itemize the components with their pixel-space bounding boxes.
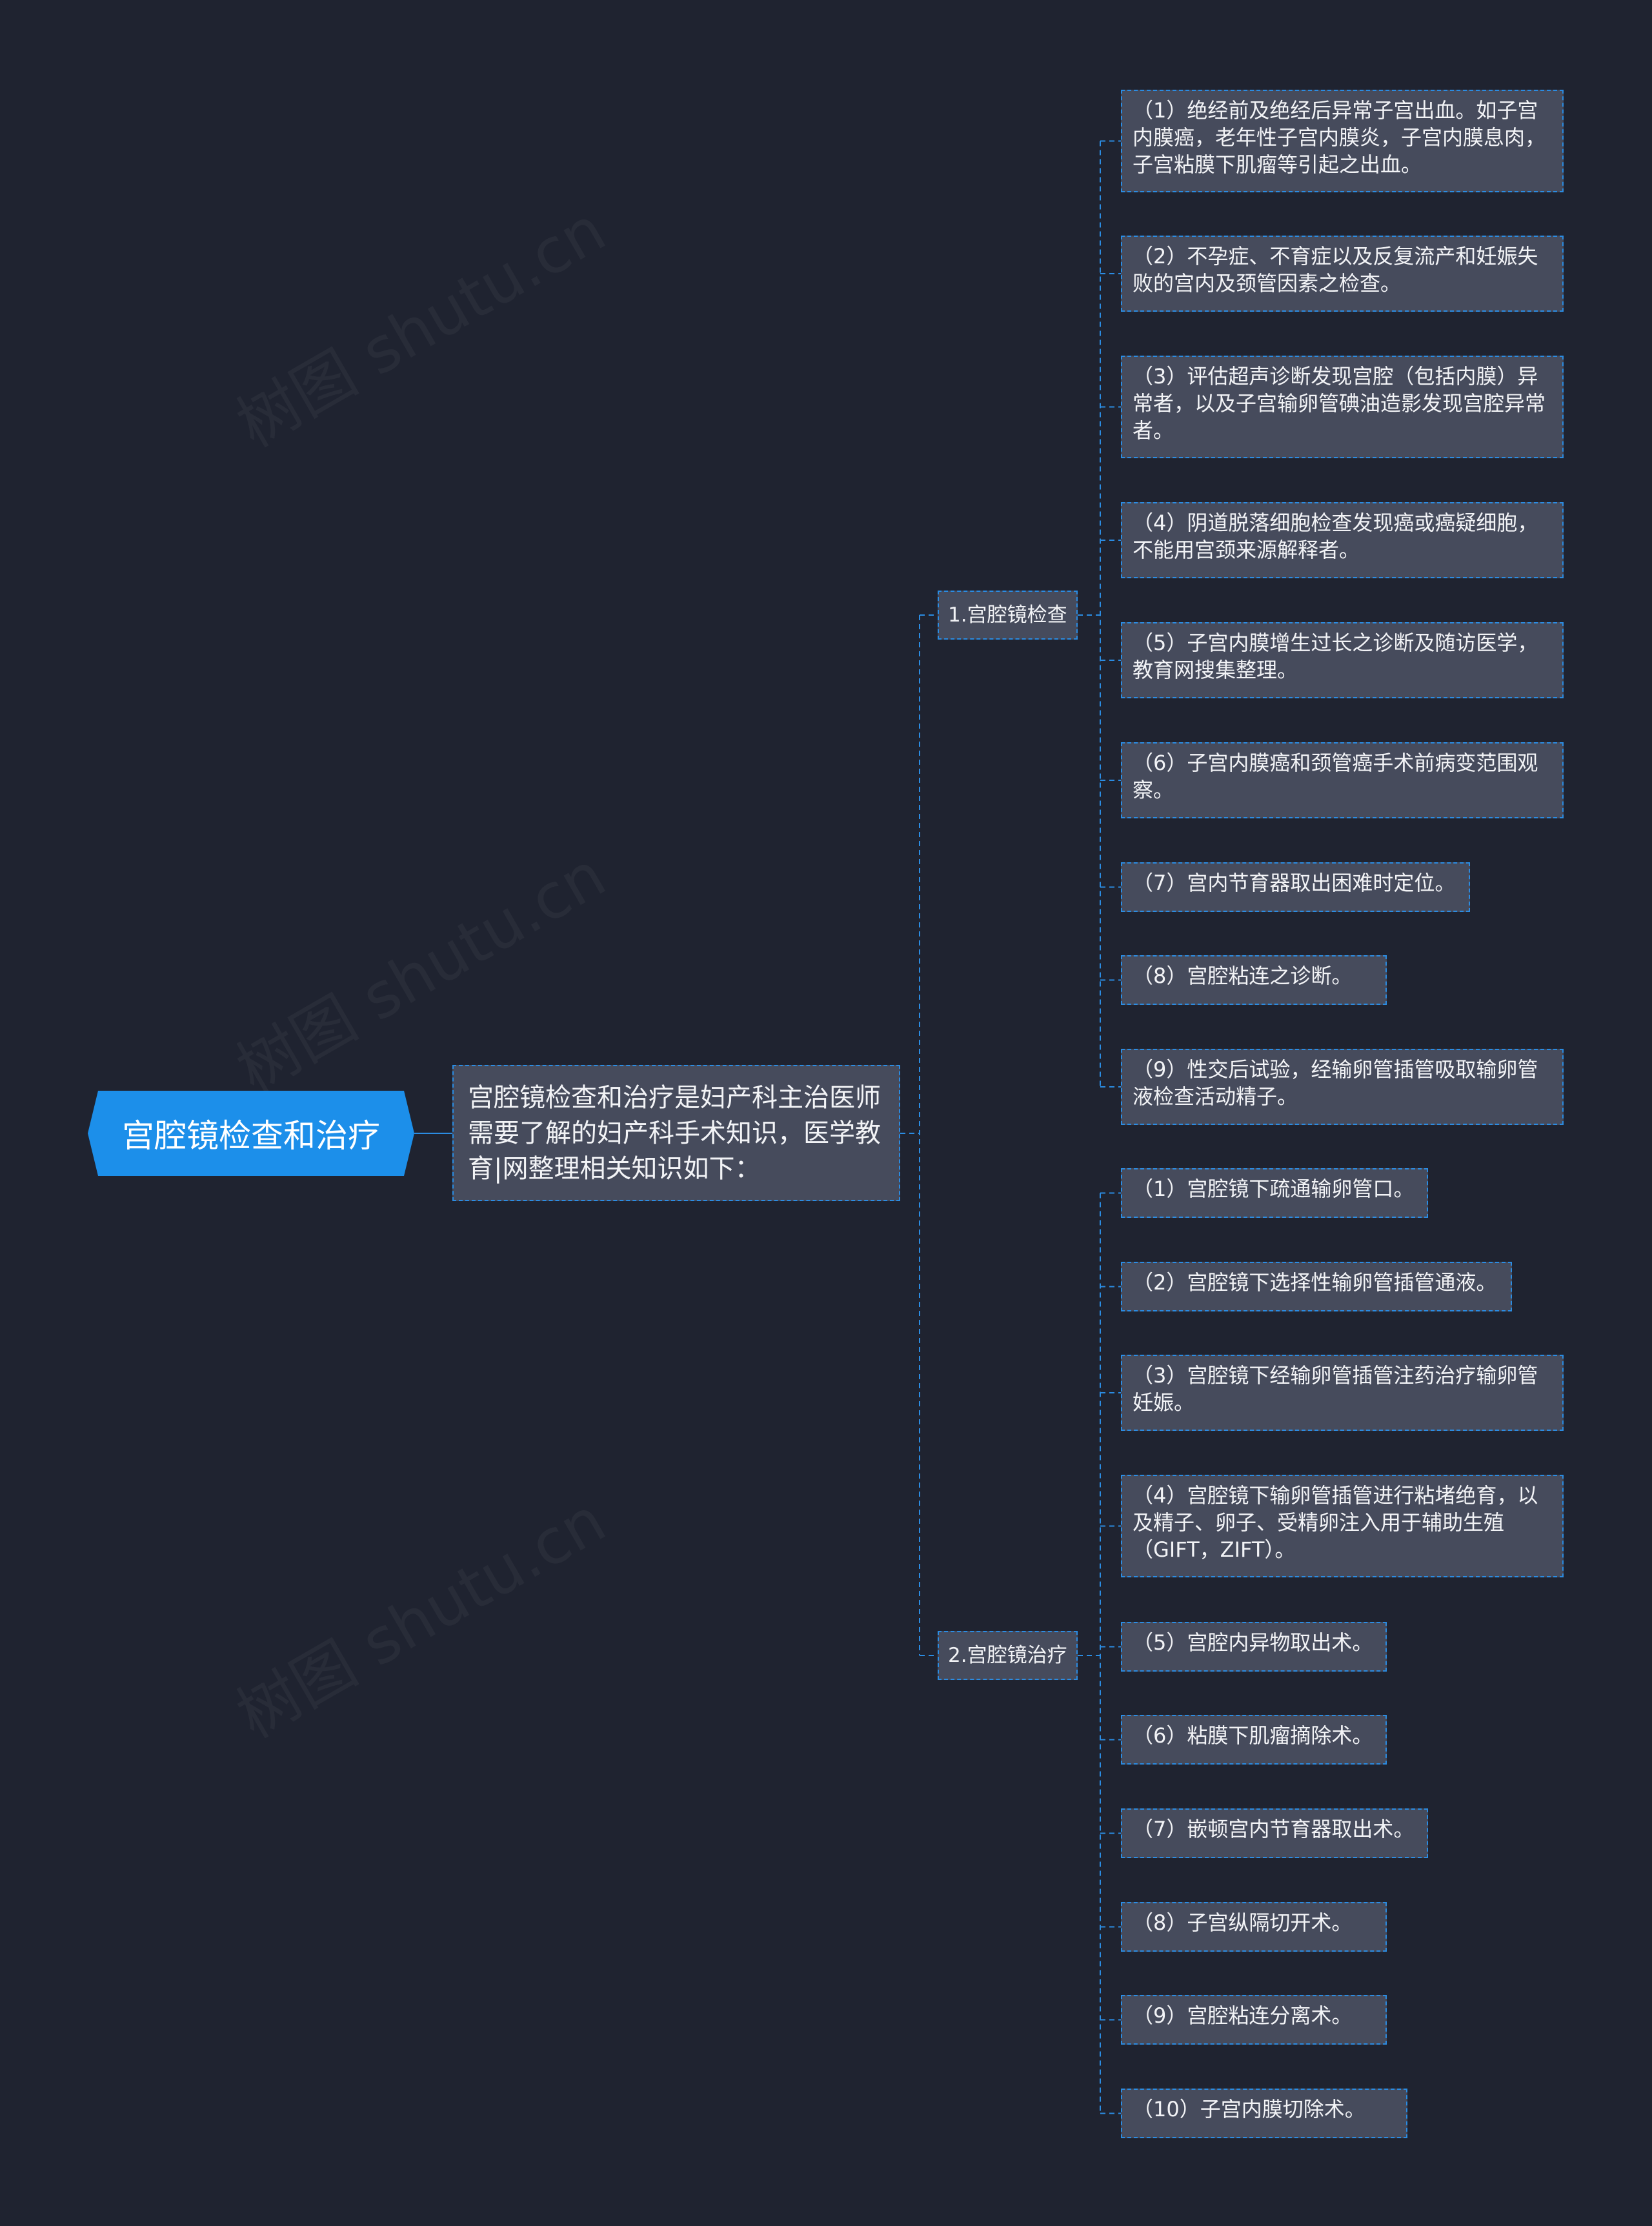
item-text: （2）不孕症、不育症以及反复流产和妊娠失败的宫内及颈管因素之检查。 [1133,244,1538,296]
item-text: （6）子宫内膜癌和颈管癌手术前病变范围观察。 [1133,751,1538,802]
intro-text: 宫腔镜检查和治疗是妇产科主治医师需要了解的妇产科手术知识，医学教育|网整理相关知… [468,1083,881,1184]
item-text: （8）子宫纵隔切开术。 [1133,1910,1353,1935]
item-text: （4）阴道脱落细胞检查发现癌或癌疑细胞，不能用宫颈来源解释者。 [1133,511,1538,562]
item-text: （3）评估超声诊断发现宫腔（包括内膜）异常者，以及子宫输卵管碘油造影发现宫腔异常… [1133,364,1546,443]
treatment-item[interactable]: （2）宫腔镜下选择性输卵管插管通液。 [1121,1262,1512,1311]
item-text: （9）性交后试验，经输卵管插管吸取输卵管液检查活动精子。 [1133,1057,1538,1109]
item-text: （8）宫腔粘连之诊断。 [1133,964,1353,988]
exam-item[interactable]: （2）不孕症、不育症以及反复流产和妊娠失败的宫内及颈管因素之检查。 [1121,236,1564,312]
treatment-item[interactable]: （10）子宫内膜切除术。 [1121,2089,1407,2138]
exam-item[interactable]: （8）宫腔粘连之诊断。 [1121,955,1387,1005]
exam-item[interactable]: （4）阴道脱落细胞检查发现癌或癌疑细胞，不能用宫颈来源解释者。 [1121,502,1564,578]
item-text: （3）宫腔镜下经输卵管插管注药治疗输卵管妊娠。 [1133,1363,1538,1415]
root-label: 宫腔镜检查和治疗 [122,1117,380,1155]
root-node[interactable]: 宫腔镜检查和治疗 [88,1091,414,1176]
item-text: （1）绝经前及绝经后异常子宫出血。如子宫内膜癌，老年性子宫内膜炎，子宫内膜息肉，… [1133,98,1546,177]
item-text: （5）子宫内膜增生过长之诊断及随访医学，教育网搜集整理。 [1133,631,1538,682]
item-text: （10）子宫内膜切除术。 [1133,2097,1365,2121]
treatment-item[interactable]: （9）宫腔粘连分离术。 [1121,1995,1387,2045]
item-text: （5）宫腔内异物取出术。 [1133,1630,1373,1655]
branch-label: 2.宫腔镜治疗 [948,1644,1067,1667]
branch-node-treatment[interactable]: 2.宫腔镜治疗 [938,1631,1078,1680]
branch-label: 1.宫腔镜检查 [948,603,1067,627]
item-text: （9）宫腔粘连分离术。 [1133,2003,1353,2028]
intro-node[interactable]: 宫腔镜检查和治疗是妇产科主治医师需要了解的妇产科手术知识，医学教育|网整理相关知… [452,1065,900,1201]
treatment-item[interactable]: （6）粘膜下肌瘤摘除术。 [1121,1715,1387,1765]
treatment-item[interactable]: （3）宫腔镜下经输卵管插管注药治疗输卵管妊娠。 [1121,1355,1564,1431]
treatment-item[interactable]: （5）宫腔内异物取出术。 [1121,1622,1387,1672]
exam-item[interactable]: （7）宫内节育器取出困难时定位。 [1121,862,1470,912]
treatment-item[interactable]: （7）嵌顿宫内节育器取出术。 [1121,1808,1428,1858]
treatment-item[interactable]: （8）子宫纵隔切开术。 [1121,1902,1387,1952]
exam-item[interactable]: （6）子宫内膜癌和颈管癌手术前病变范围观察。 [1121,742,1564,818]
item-text: （2）宫腔镜下选择性输卵管插管通液。 [1133,1270,1497,1295]
item-text: （7）宫内节育器取出困难时定位。 [1133,871,1456,895]
exam-item[interactable]: （1）绝经前及绝经后异常子宫出血。如子宫内膜癌，老年性子宫内膜炎，子宫内膜息肉，… [1121,90,1564,192]
item-text: （1）宫腔镜下疏通输卵管口。 [1133,1177,1415,1201]
branch-node-exam[interactable]: 1.宫腔镜检查 [938,591,1078,640]
treatment-item[interactable]: （4）宫腔镜下输卵管插管进行粘堵绝育，以及精子、卵子、受精卵注入用于辅助生殖（G… [1121,1475,1564,1577]
treatment-item[interactable]: （1）宫腔镜下疏通输卵管口。 [1121,1168,1428,1218]
exam-item[interactable]: （9）性交后试验，经输卵管插管吸取输卵管液检查活动精子。 [1121,1049,1564,1125]
exam-item[interactable]: （5）子宫内膜增生过长之诊断及随访医学，教育网搜集整理。 [1121,622,1564,698]
item-text: （6）粘膜下肌瘤摘除术。 [1133,1723,1373,1748]
exam-item[interactable]: （3）评估超声诊断发现宫腔（包括内膜）异常者，以及子宫输卵管碘油造影发现宫腔异常… [1121,356,1564,458]
item-text: （4）宫腔镜下输卵管插管进行粘堵绝育，以及精子、卵子、受精卵注入用于辅助生殖（G… [1133,1483,1538,1562]
item-text: （7）嵌顿宫内节育器取出术。 [1133,1817,1415,1841]
